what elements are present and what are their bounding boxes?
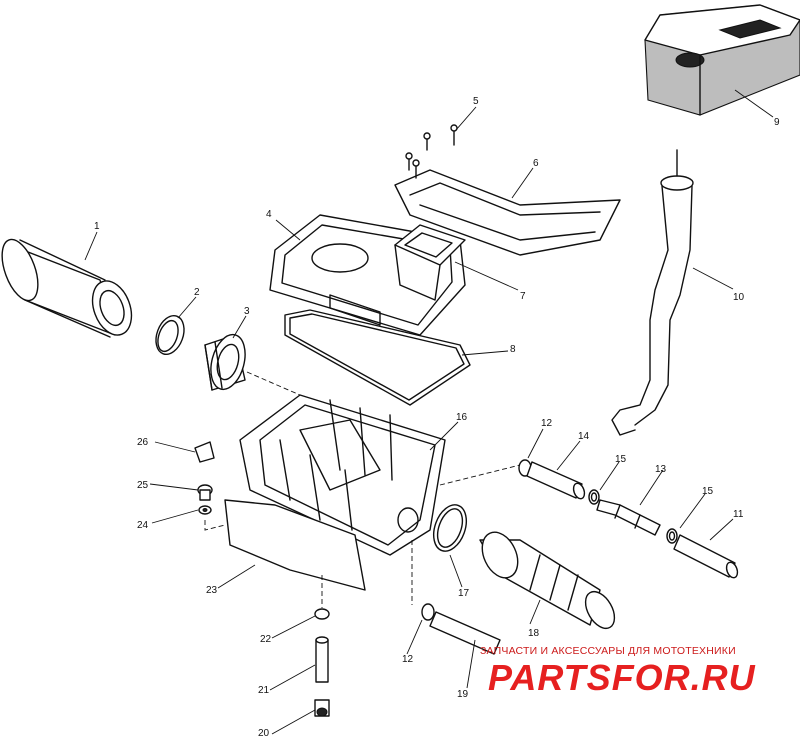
callout-26: 26 [137,437,149,448]
callout-11: 11 [733,509,744,520]
callout-labels: 1 2 3 4 5 6 7 8 9 10 11 12 13 14 15 15 1… [94,96,780,739]
part-5-screws [405,124,458,179]
callout-3: 3 [244,306,250,317]
part-26-clip [194,441,215,463]
callout-13: 13 [655,464,667,475]
part-23-cover [224,499,366,591]
callout-24: 24 [137,520,149,531]
callout-17: 17 [458,588,470,599]
callout-10: 10 [733,292,745,303]
part-16-airbox [239,371,446,556]
part-17-o-ring [432,504,468,552]
part-22-clamp [314,575,330,620]
callout-1: 1 [94,221,100,232]
callout-12-upper: 12 [541,418,553,429]
part-20-plug [314,699,330,717]
part-24-washer [198,505,226,531]
part-15-clamp-left [588,489,600,505]
callout-16: 16 [456,412,468,423]
callout-25: 25 [137,480,149,491]
part-9-foam-block [644,4,800,116]
part-12-clamp-lower [411,540,435,621]
part-18-intake-boot [479,531,616,630]
callout-20: 20 [258,728,270,738]
watermark-tagline: ЗАПЧАСТИ И АКСЕССУАРЫ ДЛЯ МОТОТЕХНИКИ [480,645,736,657]
callout-9: 9 [774,117,780,128]
part-1-air-filter [1,238,133,338]
part-8-gasket [284,309,471,406]
callout-12-lower: 12 [402,654,414,665]
callout-8: 8 [510,344,516,355]
part-2-clamp [155,314,185,356]
part-11-hose [673,534,739,579]
watermark: ЗАПЧАСТИ И АКСЕССУАРЫ ДЛЯ МОТОТЕХНИКИ PA… [480,645,756,698]
callout-2: 2 [194,287,200,298]
callout-6: 6 [533,158,539,169]
part-7-plate [394,224,466,301]
callout-14: 14 [578,431,590,442]
callout-23: 23 [206,585,218,596]
callout-18: 18 [528,628,540,639]
part-15-clamp-right [666,528,678,544]
part-6-duct [394,169,621,256]
leader-lines [84,89,774,735]
callout-7: 7 [520,291,526,302]
part-19-hose [429,611,501,655]
callout-5: 5 [473,96,479,107]
part-25-bolt [197,484,213,501]
callout-15-left: 15 [615,454,627,465]
part-13-check-valve [596,499,661,536]
part-3-coupler [204,333,246,391]
callout-21: 21 [258,685,270,696]
part-10-breather-tube [611,149,694,436]
watermark-brand: PARTSFOR.RU [488,657,756,698]
part-12-clamp-upper [439,459,532,486]
callout-15-right: 15 [702,486,714,497]
callout-4: 4 [266,209,272,220]
callout-22: 22 [260,634,272,645]
part-21-drain-tube [315,636,329,683]
callout-19: 19 [457,689,469,700]
part-14-hose [526,461,586,500]
